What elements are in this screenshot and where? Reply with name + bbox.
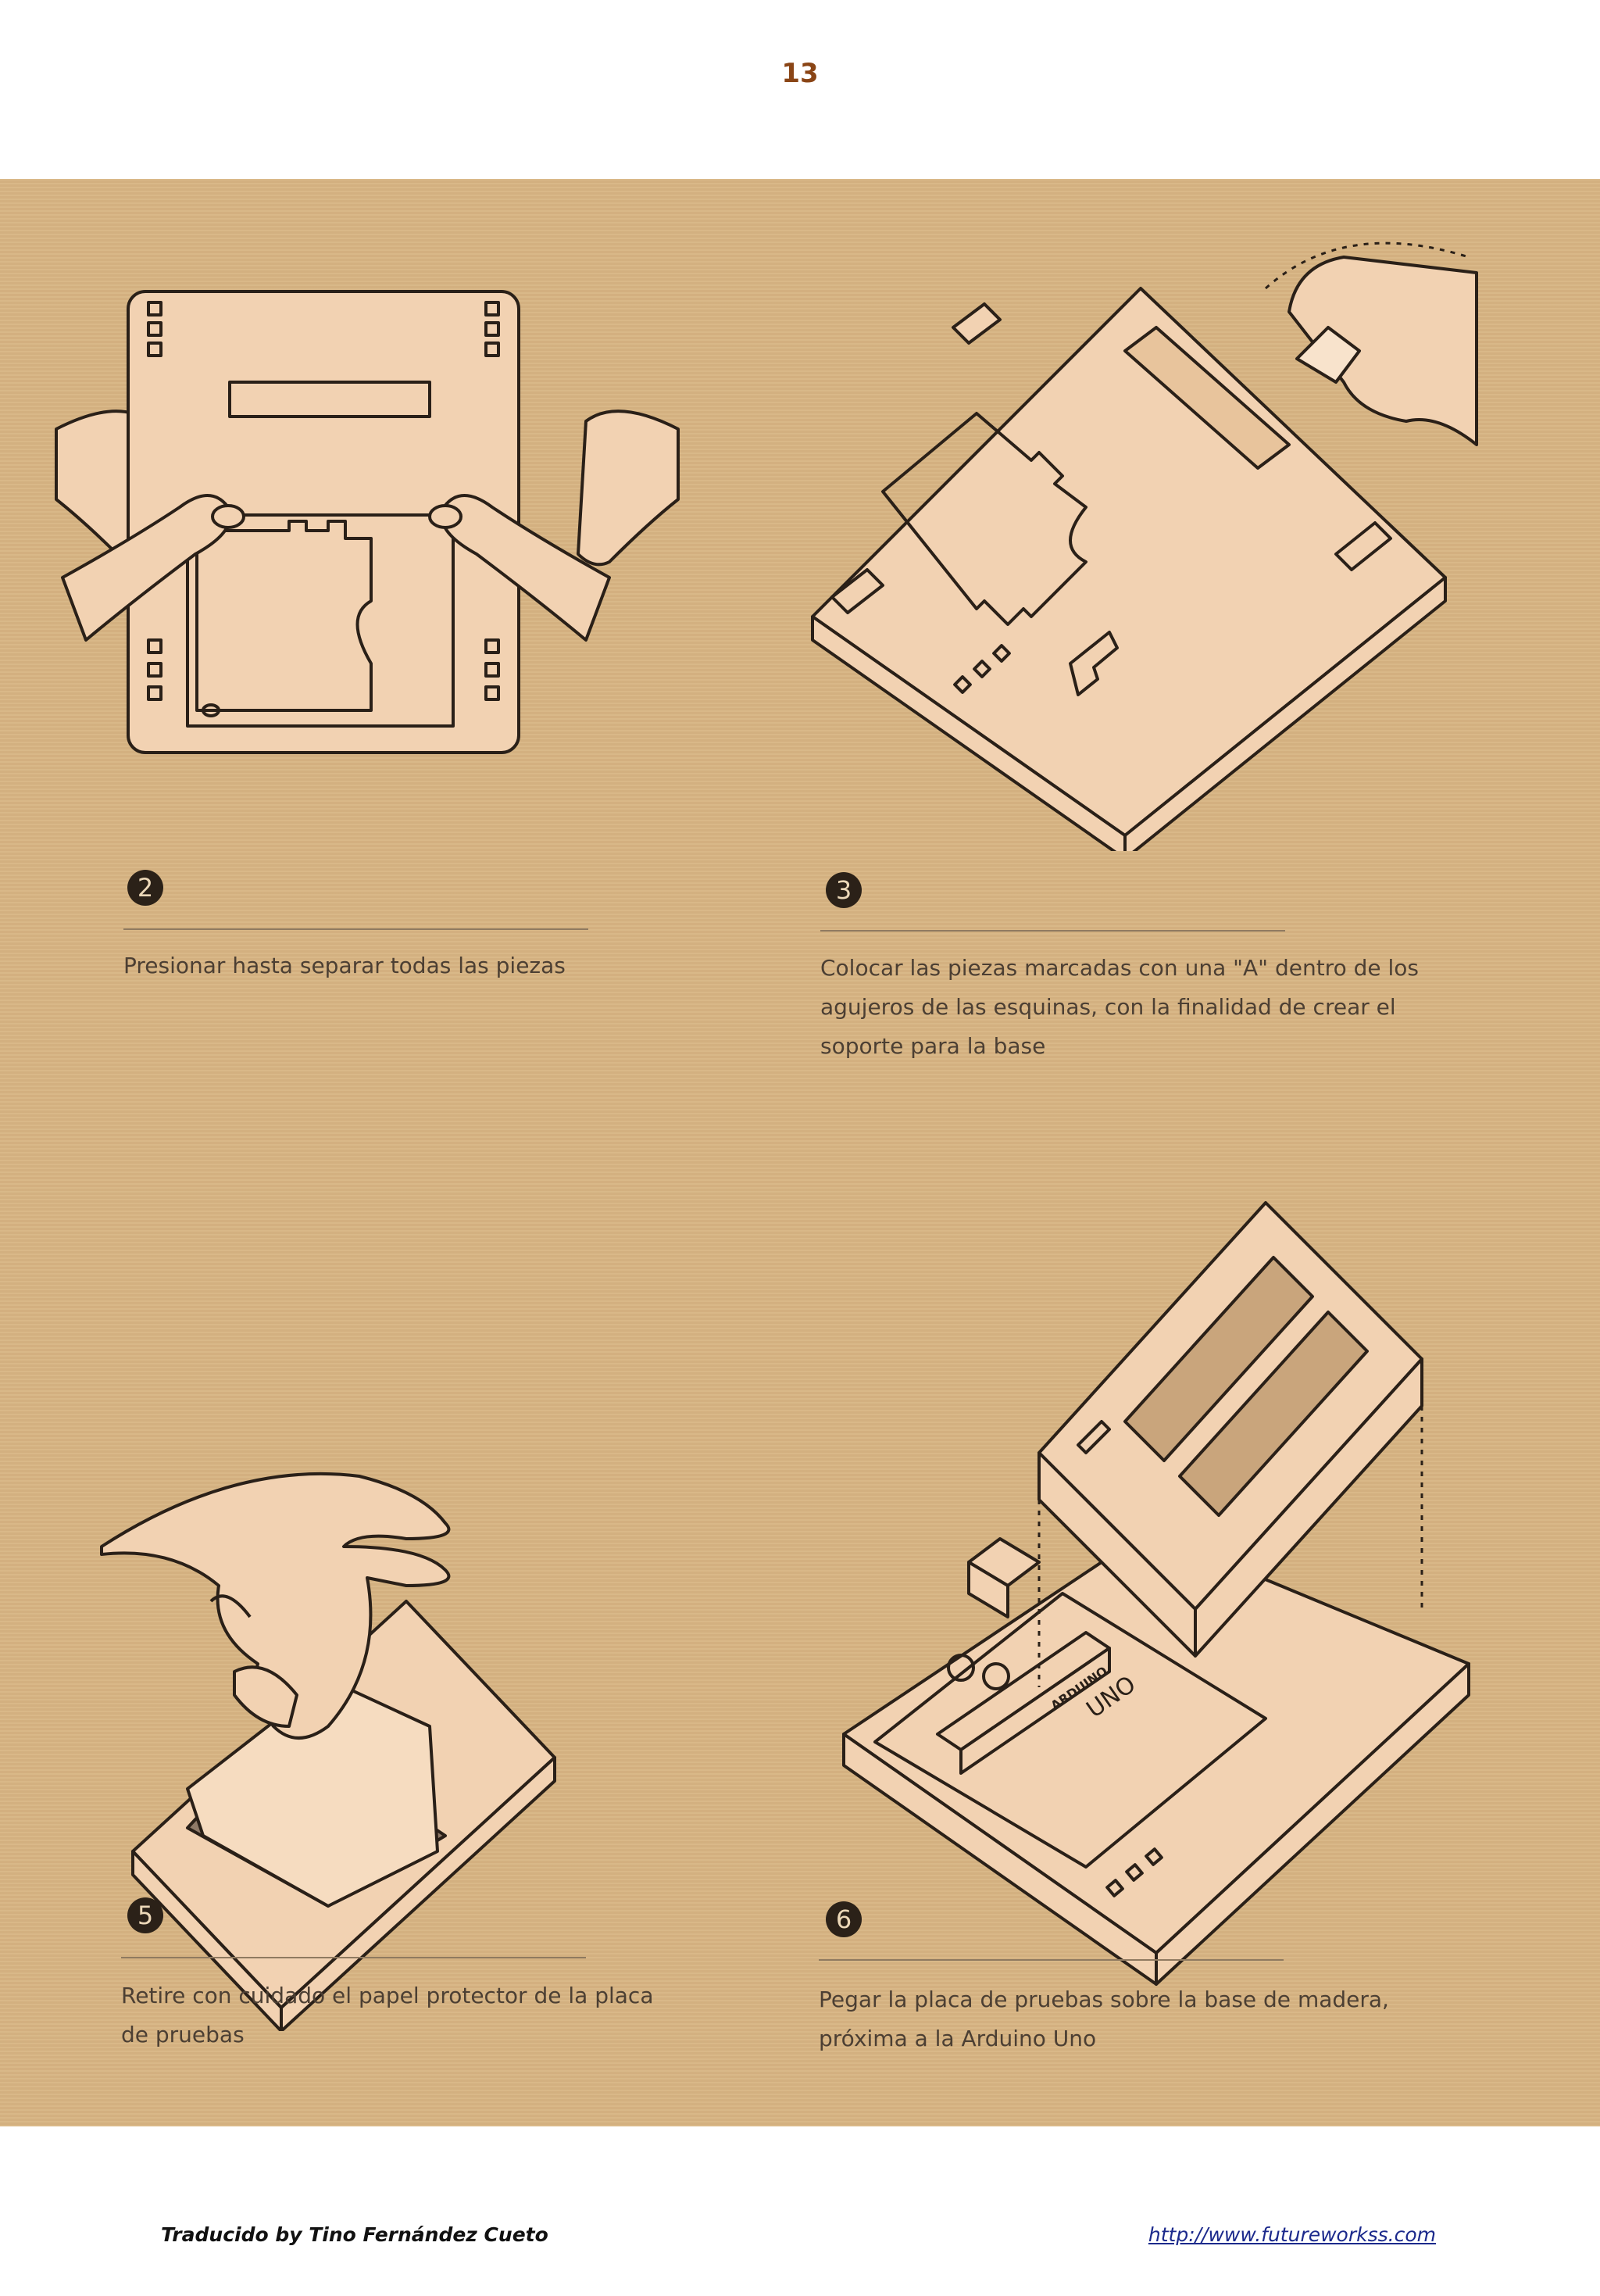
step-3-number: 3 [826, 872, 862, 908]
caption-line: Retire con cuidado el papel protector de… [121, 1983, 654, 2008]
step-3-divider [820, 930, 1285, 932]
caption-line: de pruebas [121, 2022, 245, 2047]
step-5-number: 5 [127, 1897, 163, 1933]
step-3-caption: Colocar las piezas marcadas con una "A" … [820, 949, 1508, 1066]
caption-line: Pegar la placa de pruebas sobre la base … [819, 1987, 1389, 2012]
step-2-illustration [55, 273, 680, 820]
caption-line: Colocar las piezas marcadas con una "A" … [820, 955, 1419, 981]
step-6-divider [819, 1959, 1284, 1961]
step-2-divider [123, 928, 588, 930]
instruction-panel: 2 Presionar hasta separar todas las piez… [0, 179, 1600, 2126]
step-2-caption: Presionar hasta separar todas las piezas [123, 946, 717, 985]
step-5-illustration [94, 1289, 578, 2031]
website-link[interactable]: http://www.futureworkss.com [1148, 2223, 1436, 2246]
step-3-illustration [797, 226, 1500, 851]
step-6-number: 6 [826, 1901, 862, 1937]
step-6-illustration: ARDUINO UNO [828, 1125, 1516, 2023]
step-6-caption: Pegar la placa de pruebas sobre la base … [819, 1980, 1506, 2058]
step-5-divider [121, 1957, 586, 1958]
page-number: 13 [781, 58, 819, 89]
caption-line: agujeros de las esquinas, con la finalid… [820, 994, 1396, 1020]
caption-line: próxima a la Arduino Uno [819, 2026, 1097, 2051]
step-5-caption: Retire con cuidado el papel protector de… [121, 1976, 762, 2055]
step-2-number: 2 [127, 870, 163, 906]
caption-line: Presionar hasta separar todas las piezas [123, 953, 566, 978]
caption-line: soporte para la base [820, 1033, 1046, 1059]
translator-credit: Traducido by Tino Fernández Cueto [161, 2223, 548, 2246]
